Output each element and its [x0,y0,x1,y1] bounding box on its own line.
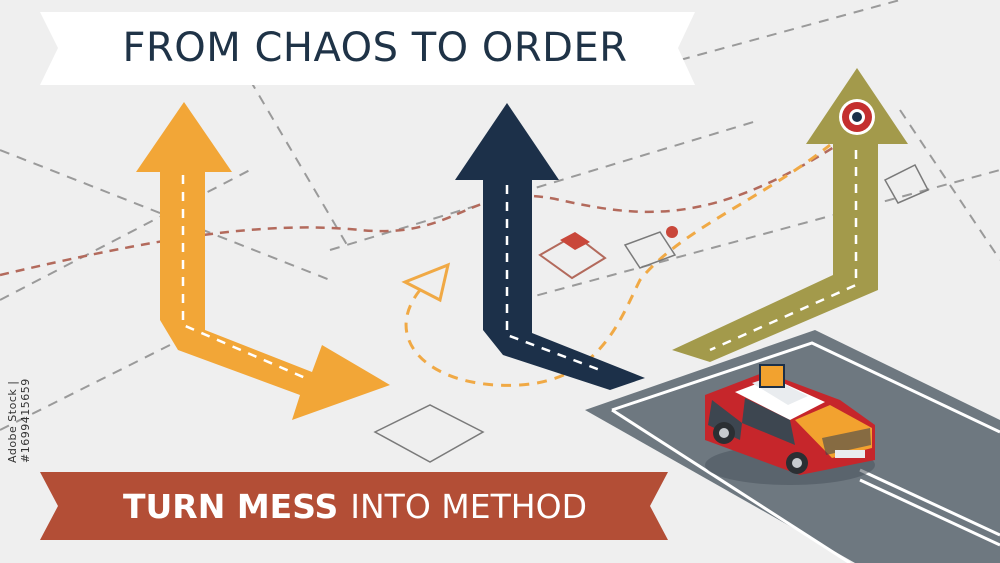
navy-arrow-body [483,178,645,390]
target-icon [839,99,875,135]
diamond-marker [373,404,485,463]
orange-arrow-body [160,170,390,420]
grid-line [249,79,351,251]
grid-line [519,169,1000,301]
bottom-banner-ribbon [40,472,668,540]
navy-arrow [455,103,645,390]
road-edge-line [611,341,1000,434]
bottom-banner-slogan: TURN MESS INTO METHOD [60,478,650,534]
red-dot-marker [666,226,678,238]
triangle-marker-icon [401,262,451,303]
red-dashed-path [0,128,861,277]
grid-line [679,0,901,61]
slogan-bold-part: TURN MESS [123,486,339,526]
grid-line [329,119,761,251]
grid-line [899,109,1000,261]
diamond-marker [883,163,930,204]
slogan-rest-part: INTO METHOD [350,486,587,526]
background-dashed-grid [0,0,1000,431]
grid-line [0,169,251,301]
orange-arrow-head [136,102,232,172]
grid-line [0,149,331,281]
olive-arrow-dashes [709,150,858,352]
car-icon [705,364,875,485]
road-center-line [859,478,1000,547]
orange-dashed-path [404,143,831,387]
top-banner-title: FROM CHAOS TO ORDER [122,25,628,71]
road-center-line [859,468,1000,537]
olive-arrow-body [672,142,878,362]
orange-arrow-dashes [181,175,311,382]
stock-watermark-id: Adobe Stock | #1699415659 [6,378,32,463]
navy-arrow-head [455,103,559,180]
diamond-markers [373,163,930,463]
diamond-marker [623,231,677,269]
top-banner-ribbon [40,12,695,85]
grid-line [0,329,201,431]
orange-arrow [136,102,390,420]
red-diamond-fill [560,232,590,250]
road-edge-line [611,408,851,563]
